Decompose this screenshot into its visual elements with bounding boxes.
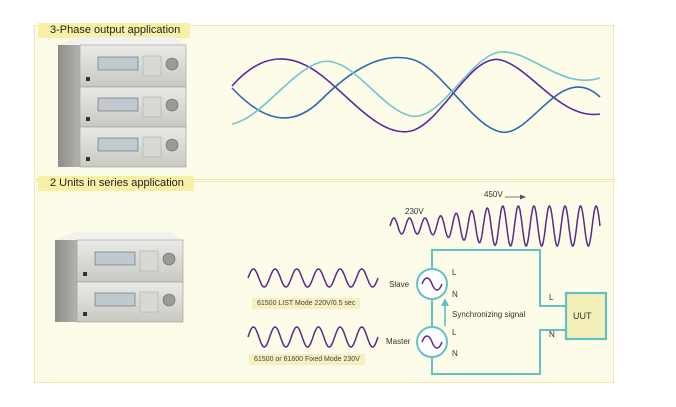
- power-unit-1: [58, 37, 187, 88]
- wire-top: [431, 249, 566, 307]
- voltage-rise-arrow: [505, 194, 526, 200]
- power-unit-slave: [55, 232, 184, 283]
- uut-l-label: L: [549, 293, 554, 302]
- voltage-low-label: 230V: [405, 207, 424, 216]
- power-unit-2: [58, 86, 187, 128]
- three-phase-title: 3-Phase output application: [38, 23, 191, 38]
- sync-arrow: [441, 298, 449, 326]
- slave-l-label: L: [452, 268, 457, 277]
- three-phase-waves: [231, 51, 601, 133]
- sync-signal-label: Synchronizing signal: [452, 310, 526, 319]
- master-source: [416, 326, 448, 358]
- master-n-label: N: [452, 349, 458, 358]
- slave-n-label: N: [452, 290, 458, 299]
- master-label: Master: [386, 337, 411, 346]
- series-output-wave: [389, 205, 601, 248]
- series-title: 2 Units in series application: [38, 176, 194, 191]
- slave-label: Slave: [389, 280, 410, 289]
- fixed-mode-caption: 61500 or 61600 Fixed Mode 230V: [249, 354, 365, 365]
- stacked-units-three: [58, 37, 187, 168]
- master-l-label: L: [452, 328, 457, 337]
- series-panel: [34, 181, 614, 383]
- uut-box: [564, 291, 608, 341]
- fixed-mode-wave: [247, 326, 379, 348]
- stacked-units-two: [55, 232, 184, 323]
- series-wiring: [431, 249, 566, 375]
- voltage-high-label: 450V: [484, 190, 503, 199]
- list-mode-wave: [247, 268, 379, 288]
- power-unit-3: [58, 126, 187, 168]
- list-mode-caption: 61500 LIST Mode 220V/0.5 sec: [252, 298, 361, 309]
- slave-source: [416, 268, 448, 300]
- uut-label: UUT: [573, 311, 592, 321]
- phase-c-wave: [231, 51, 601, 125]
- uut-n-label: N: [549, 330, 555, 339]
- power-unit-master: [55, 281, 184, 323]
- phase-a-wave: [231, 58, 601, 133]
- wire-bottom: [431, 329, 566, 375]
- phase-b-wave: [231, 56, 601, 133]
